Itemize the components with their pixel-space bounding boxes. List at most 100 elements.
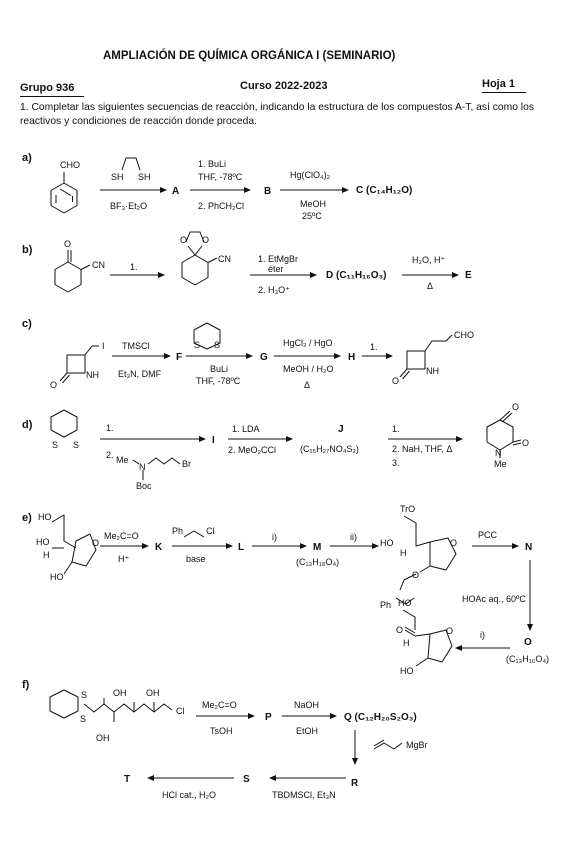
e-tro-label: TrO xyxy=(400,504,415,514)
f-mgbr-label: MgBr xyxy=(406,740,428,750)
c-cho-label: CHO xyxy=(454,330,474,340)
group-label: Grupo 936 xyxy=(20,82,75,94)
compound-H: H xyxy=(348,352,355,363)
e-ho2-label: HO xyxy=(36,537,50,547)
c-nh-label: NH xyxy=(86,370,99,380)
propanedithiol-structure xyxy=(121,157,141,171)
compound-J: J xyxy=(338,424,344,435)
compound-A: A xyxy=(172,186,179,197)
section-f-label: f) xyxy=(22,679,30,691)
c-reagent-4: THF, -78ºC xyxy=(196,376,241,386)
f-s2-label: S xyxy=(80,714,86,724)
d-step1: 1. xyxy=(106,423,114,433)
a-reagent-3: 2. PhCH₂Cl xyxy=(198,201,244,211)
compound-J-formula: (C₁₅H₂₇NO₄S₂) xyxy=(300,444,359,454)
e-ph-label: Ph xyxy=(172,526,183,536)
e-o2-label: O xyxy=(450,538,457,548)
section-e-label: e) xyxy=(22,512,32,524)
c-iodo-label: I xyxy=(102,341,105,351)
b-reagent-3: 2. H₃O⁺ xyxy=(258,285,290,295)
d-o2-label: O xyxy=(522,438,529,448)
section-c-label: c) xyxy=(22,318,32,330)
c-reagent-7: Δ xyxy=(304,380,310,390)
a-reagent-1: 1. BuLi xyxy=(198,159,226,169)
sheet-label: Hoja 1 xyxy=(482,78,516,90)
c-reagent-2: Et₃N, DMF xyxy=(118,369,162,379)
section-d-label: d) xyxy=(22,419,33,431)
d-s2-label: S xyxy=(73,440,79,450)
d-me2-label: Me xyxy=(494,459,507,469)
compound-K: K xyxy=(155,542,163,553)
e-step-i: i) xyxy=(272,532,277,542)
f-reagent-2: TsOH xyxy=(210,726,233,736)
compound-S: S xyxy=(243,774,250,785)
f-reagent-1: Me₂C=O xyxy=(202,700,237,710)
dithiane-polyol-structure xyxy=(49,689,173,722)
e-o3-label: O xyxy=(412,570,419,580)
b-cn2-label: CN xyxy=(218,254,231,264)
compound-F: F xyxy=(176,352,182,363)
b-reagent-1: 1. EtMgBr xyxy=(258,254,298,264)
e-reagent-2: H⁺ xyxy=(118,554,129,564)
compound-T: T xyxy=(124,774,130,785)
c-o2-label: O xyxy=(392,376,399,386)
compound-M: M xyxy=(313,542,321,553)
ketonitrile-structure xyxy=(54,250,91,293)
c-reagent-1: TMSCl xyxy=(122,341,150,351)
f-reagent-5: TBDMSCl, Et₃N xyxy=(272,790,336,800)
e-o1-label: O xyxy=(92,538,99,548)
compound-Q: Q (C₁₂H₂₀S₂O₃) xyxy=(344,712,417,723)
e-ph2-label: Ph xyxy=(380,600,391,610)
d-reagent-4: 2. NaH, THF, Δ xyxy=(392,444,452,454)
e-h3-label: H xyxy=(403,638,410,648)
f-oh2-label: OH xyxy=(146,688,160,698)
compound-O: O xyxy=(524,637,532,648)
section-a-label: a) xyxy=(22,152,32,164)
a-sh1-label: SH xyxy=(111,172,124,182)
compound-C: C (C₁₄H₁₂O) xyxy=(356,185,412,196)
e-ho6-label: HO xyxy=(400,666,414,676)
c-s2-label: S xyxy=(214,340,220,350)
section-b-label: b) xyxy=(22,244,33,256)
d-o1-label: O xyxy=(512,402,519,412)
compound-G: G xyxy=(260,352,268,363)
a-catalyst-label: BF₃·Et₂O xyxy=(110,201,147,211)
c-step: 1. xyxy=(370,342,378,352)
e-ho3-label: HO xyxy=(50,572,64,582)
hydroxyketone-structure xyxy=(402,609,453,667)
compound-D: D (C₁₁H₁₆O₃) xyxy=(326,270,386,281)
allyl-grignard-structure xyxy=(373,739,403,750)
dithiane-structure-c xyxy=(193,322,221,350)
a-reagent-6: 25ºC xyxy=(302,211,322,221)
c-s1-label: S xyxy=(194,340,200,350)
course-label: Curso 2022-2023 xyxy=(240,80,328,92)
compound-L: L xyxy=(238,542,244,553)
c-reagent-5: HgCl₂ / HgO xyxy=(283,338,333,348)
trityl-ether-structure xyxy=(395,515,457,605)
a-reagent-5: MeOH xyxy=(300,199,326,209)
e-reagent-1: Me₂C=O xyxy=(104,531,139,541)
compound-R: R xyxy=(351,778,359,789)
a-cho-label: CHO xyxy=(60,160,80,170)
e-ho5-label: HO xyxy=(398,598,412,608)
piperidinedione-structure xyxy=(486,410,522,458)
e-step-ii: ii) xyxy=(350,532,357,542)
f-reagent-3: NaOH xyxy=(294,700,319,710)
e-h2-label: H xyxy=(400,548,407,558)
exercise-statement: 1. Completar las siguientes secuencias d… xyxy=(20,102,534,127)
b-o3-label: O xyxy=(202,235,209,245)
b-cn1-label: CN xyxy=(92,260,105,270)
f-cl-label: Cl xyxy=(176,706,185,716)
a-reagent-4: Hg(ClO₄)₂ xyxy=(290,170,331,180)
tetrahydrofuran-triol-structure xyxy=(51,514,97,575)
d-step2: 2. xyxy=(106,450,114,460)
bromopropylamine-structure xyxy=(132,457,181,480)
f-s1-label: S xyxy=(81,690,87,700)
a-reagent-2: THF, -78ºC xyxy=(198,172,243,182)
d-n2-label: N xyxy=(495,448,502,458)
b-reagent-5: Δ xyxy=(427,281,433,291)
benzyl-chloride-structure xyxy=(183,530,205,538)
d-br-label: Br xyxy=(182,459,191,469)
b-reagent-4: H₂O, H⁺ xyxy=(412,255,445,265)
